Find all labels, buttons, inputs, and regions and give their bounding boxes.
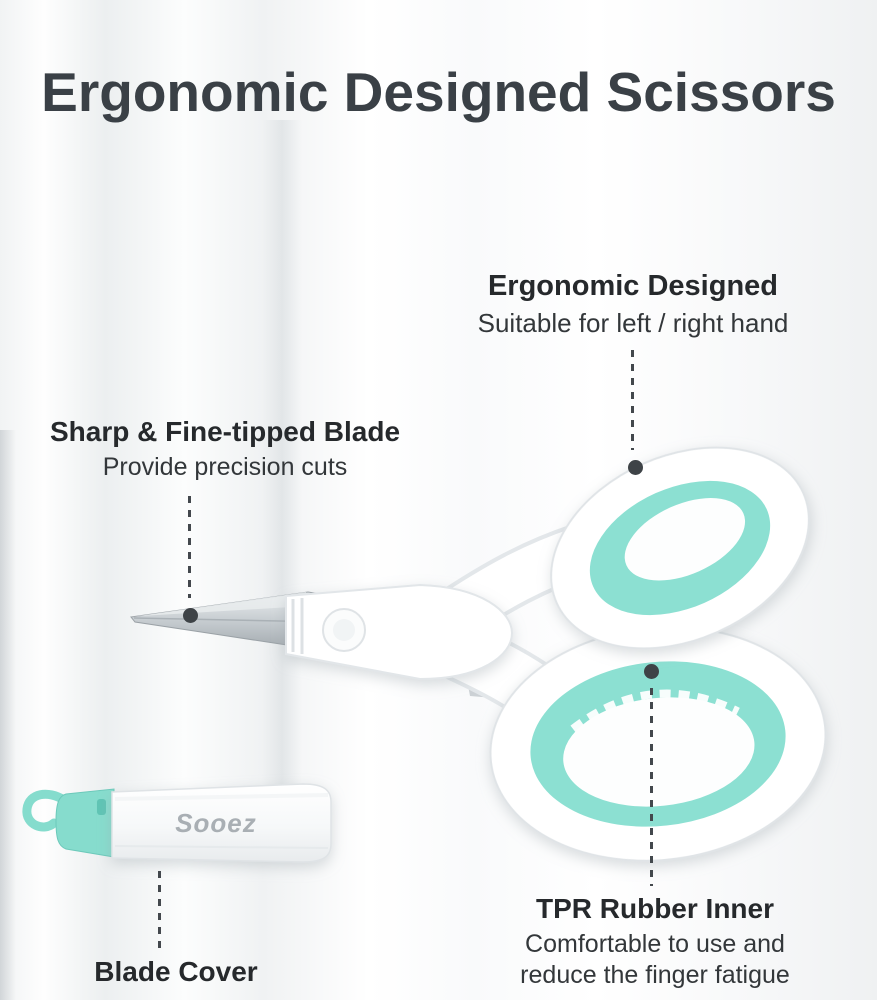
lower-handle (489, 626, 827, 862)
pointer-dot-ergonomic (628, 460, 643, 475)
blade-cover-illustration: Sooez (22, 783, 332, 863)
pointer-dot-tpr (644, 664, 659, 679)
curtain-fold-shadow (262, 120, 302, 790)
cover-body (111, 783, 332, 863)
callout-cover-title: Blade Cover (94, 956, 258, 987)
upper-handle (550, 446, 810, 650)
grip-ridges (570, 689, 740, 732)
pointer-dashed-line-tpr (650, 688, 653, 886)
scissors (130, 446, 827, 862)
brand-logo: Sooez (175, 808, 257, 838)
pivot-body (285, 583, 514, 681)
callout-ergonomic-title: Ergonomic Designed (487, 270, 779, 302)
callout-tpr-subtitle: Comfortable to use and reduce the finger… (520, 929, 790, 992)
cover-cap (55, 788, 115, 858)
left-edge-shadow (0, 430, 16, 1000)
callout-tpr-subtitle-line2: reduce the finger fatigue (520, 961, 790, 990)
page-title: Ergonomic Designed Scissors (41, 61, 836, 123)
callout-tpr-subtitle-line1: Comfortable to use and (525, 930, 785, 958)
callout-blade: Sharp & Fine-tipped Blade Provide precis… (50, 416, 400, 482)
callout-cover: Blade Cover (94, 956, 257, 988)
callout-ergonomic-subtitle: Suitable for left / right hand (477, 308, 789, 338)
callout-tpr-title: TPR Rubber Inner (535, 893, 775, 924)
pointer-dashed-line-ergonomic (631, 350, 634, 450)
callout-blade-subtitle: Provide precision cuts (102, 453, 348, 481)
pointer-dot-blade (183, 608, 198, 623)
scissor-blade-top (131, 592, 308, 617)
pointer-dashed-line-cover (158, 871, 161, 951)
cover-cap-slot (97, 799, 106, 815)
callout-tpr: TPR Rubber Inner Comfortable to use and … (520, 893, 790, 992)
callout-blade-title: Sharp & Fine-tipped Blade (49, 416, 401, 447)
cover-hook (22, 789, 69, 832)
callout-ergonomic: Ergonomic Designed Suitable for left / r… (478, 270, 789, 339)
pointer-dashed-line-blade (188, 496, 191, 598)
